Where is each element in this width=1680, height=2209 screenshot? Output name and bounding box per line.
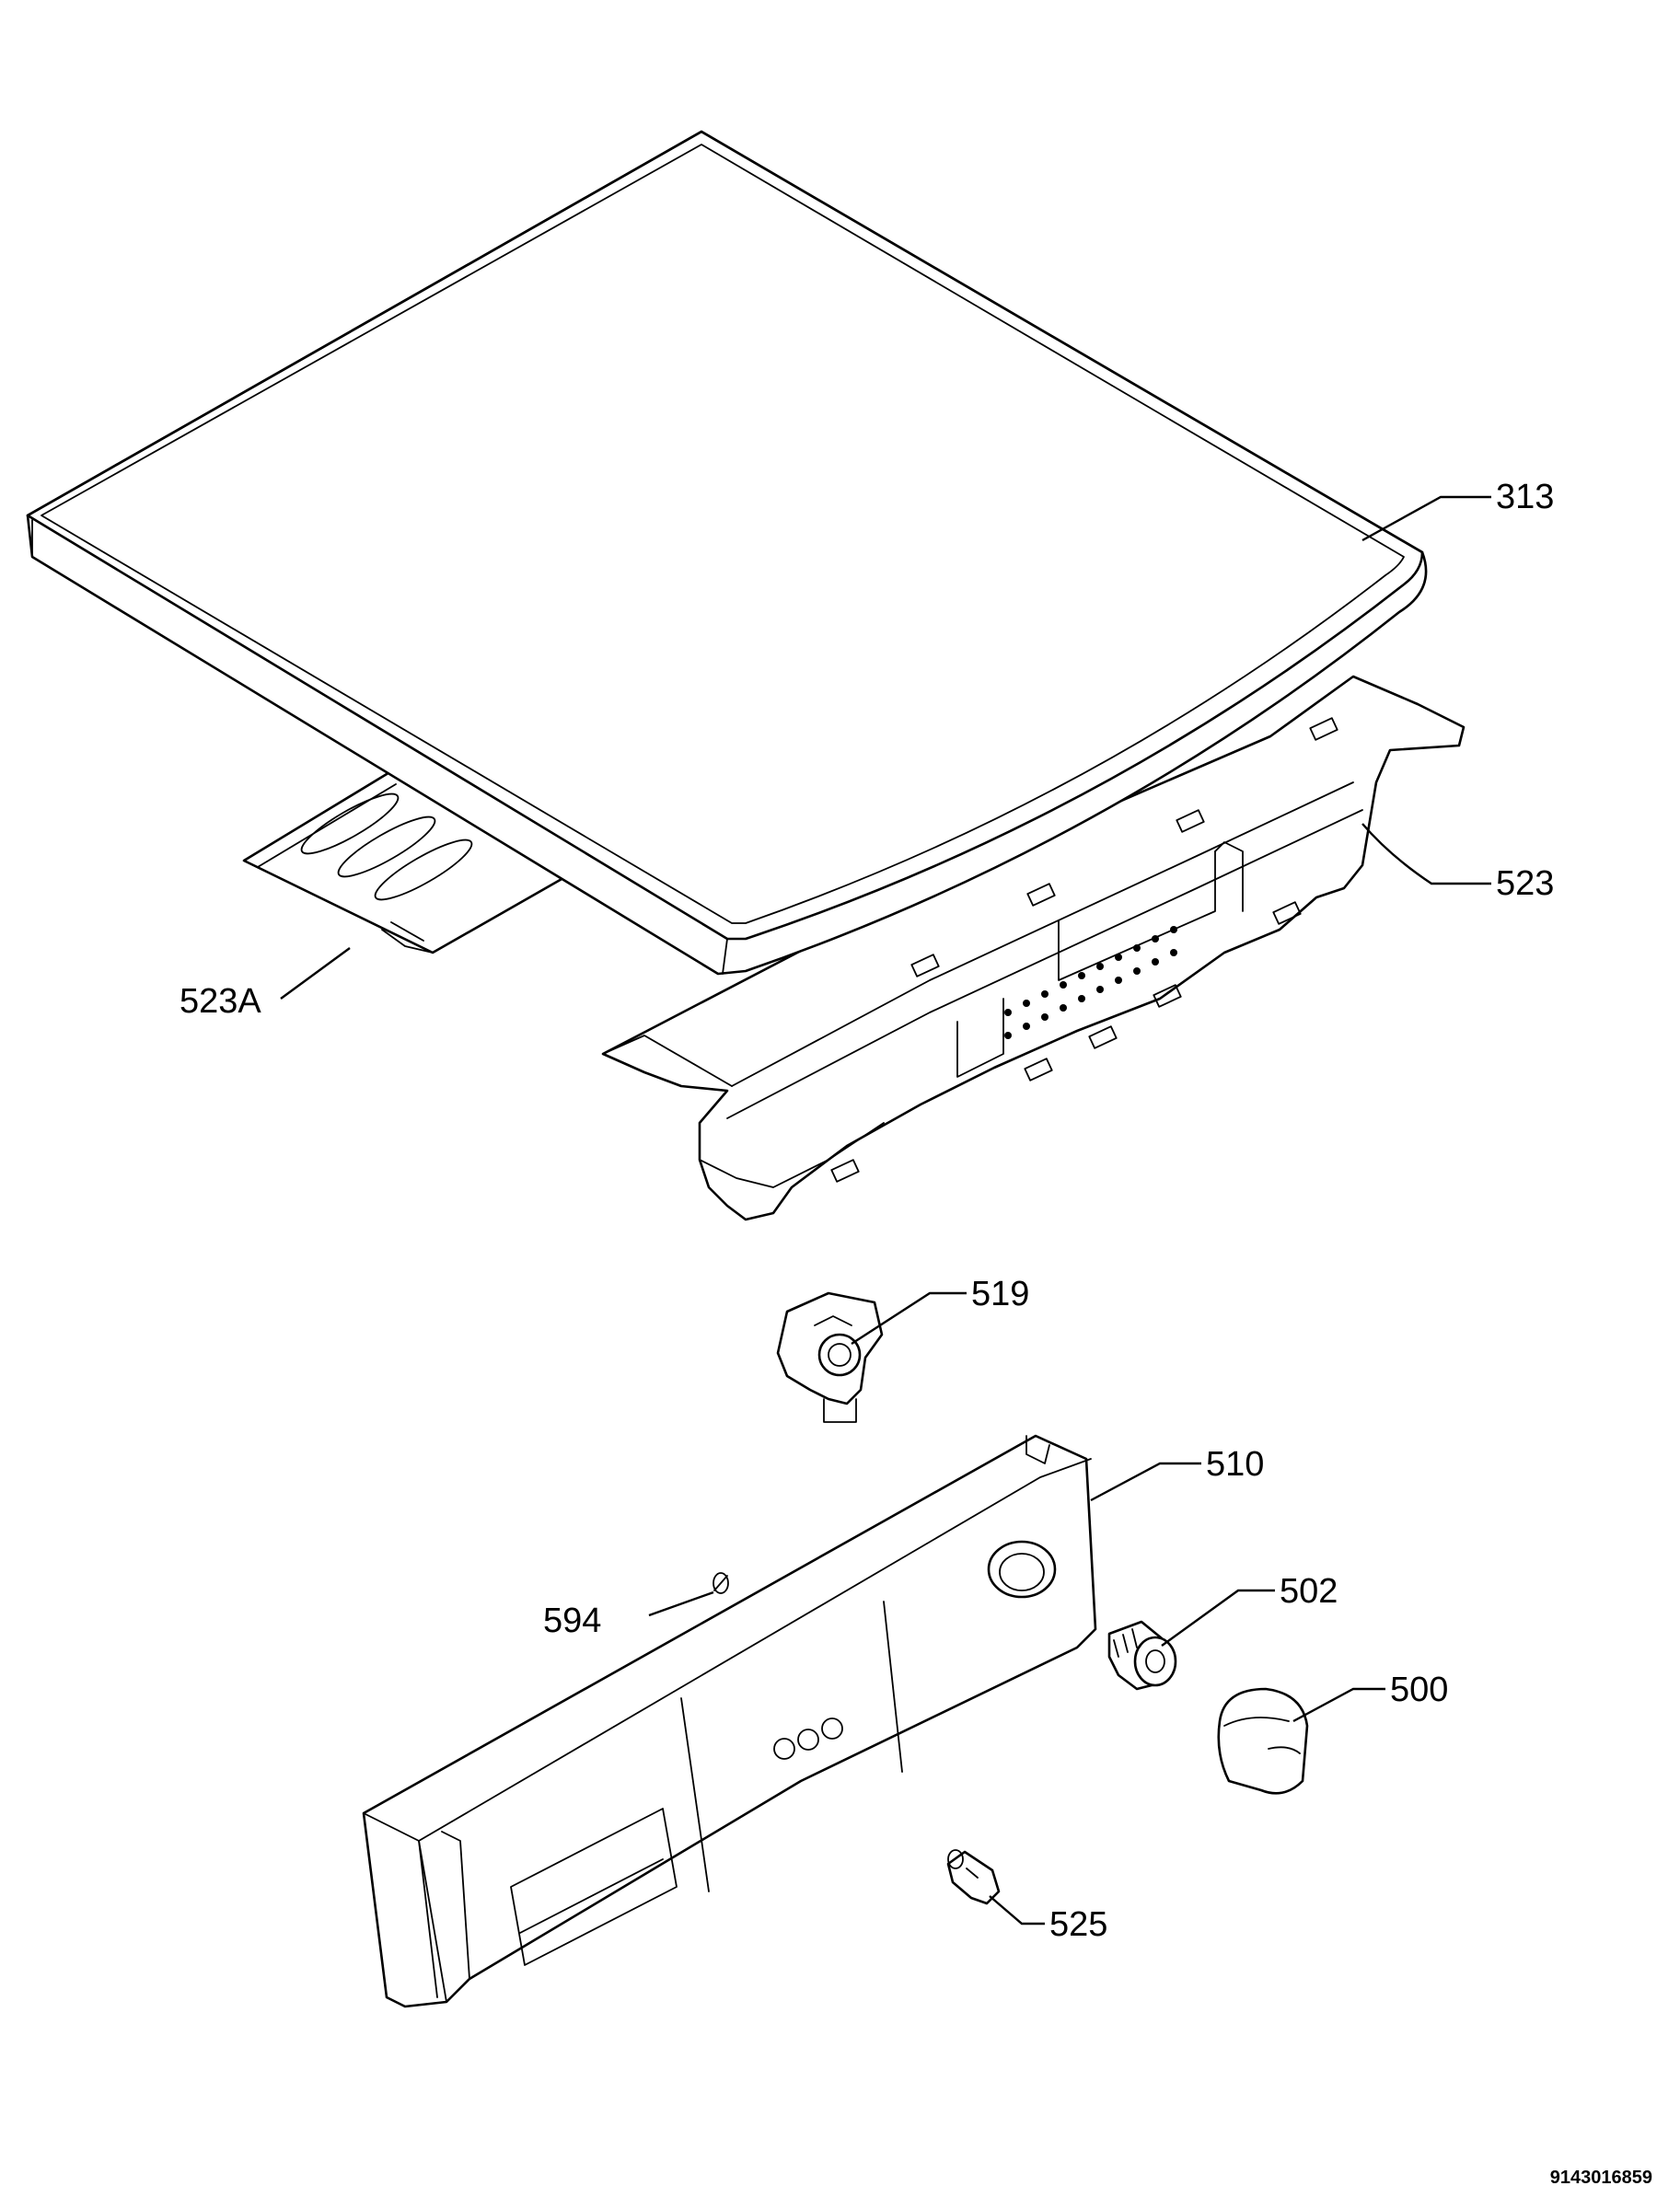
- part-502-spindle: [1107, 1620, 1177, 1691]
- vent-holes: [1004, 926, 1177, 1039]
- part-313-lid: [26, 130, 1428, 976]
- callout-523: 523: [1496, 864, 1554, 903]
- leader-lines: [280, 495, 1491, 1926]
- part-523A-panel: [242, 769, 591, 954]
- document-number: 9143016859: [1550, 2168, 1652, 2188]
- callout-510: 510: [1206, 1445, 1264, 1484]
- callout-502: 502: [1280, 1572, 1338, 1611]
- part-594-pin: [713, 1572, 729, 1594]
- callout-594: 594: [543, 1602, 601, 1640]
- callout-525: 525: [1049, 1905, 1107, 1944]
- callout-523A: 523A: [180, 982, 261, 1021]
- callout-labels: 313 523 523A 519 510 594 502 500 525: [180, 478, 1554, 1944]
- part-519-lever: [776, 1291, 884, 1423]
- callout-313: 313: [1496, 478, 1554, 516]
- part-510-fascia: [362, 1434, 1097, 2008]
- part-525-pushrod: [946, 1849, 1001, 1905]
- callout-500: 500: [1390, 1671, 1448, 1709]
- callout-519: 519: [971, 1275, 1029, 1313]
- part-523-housing: [601, 675, 1466, 1221]
- part-500-knob: [1217, 1687, 1309, 1795]
